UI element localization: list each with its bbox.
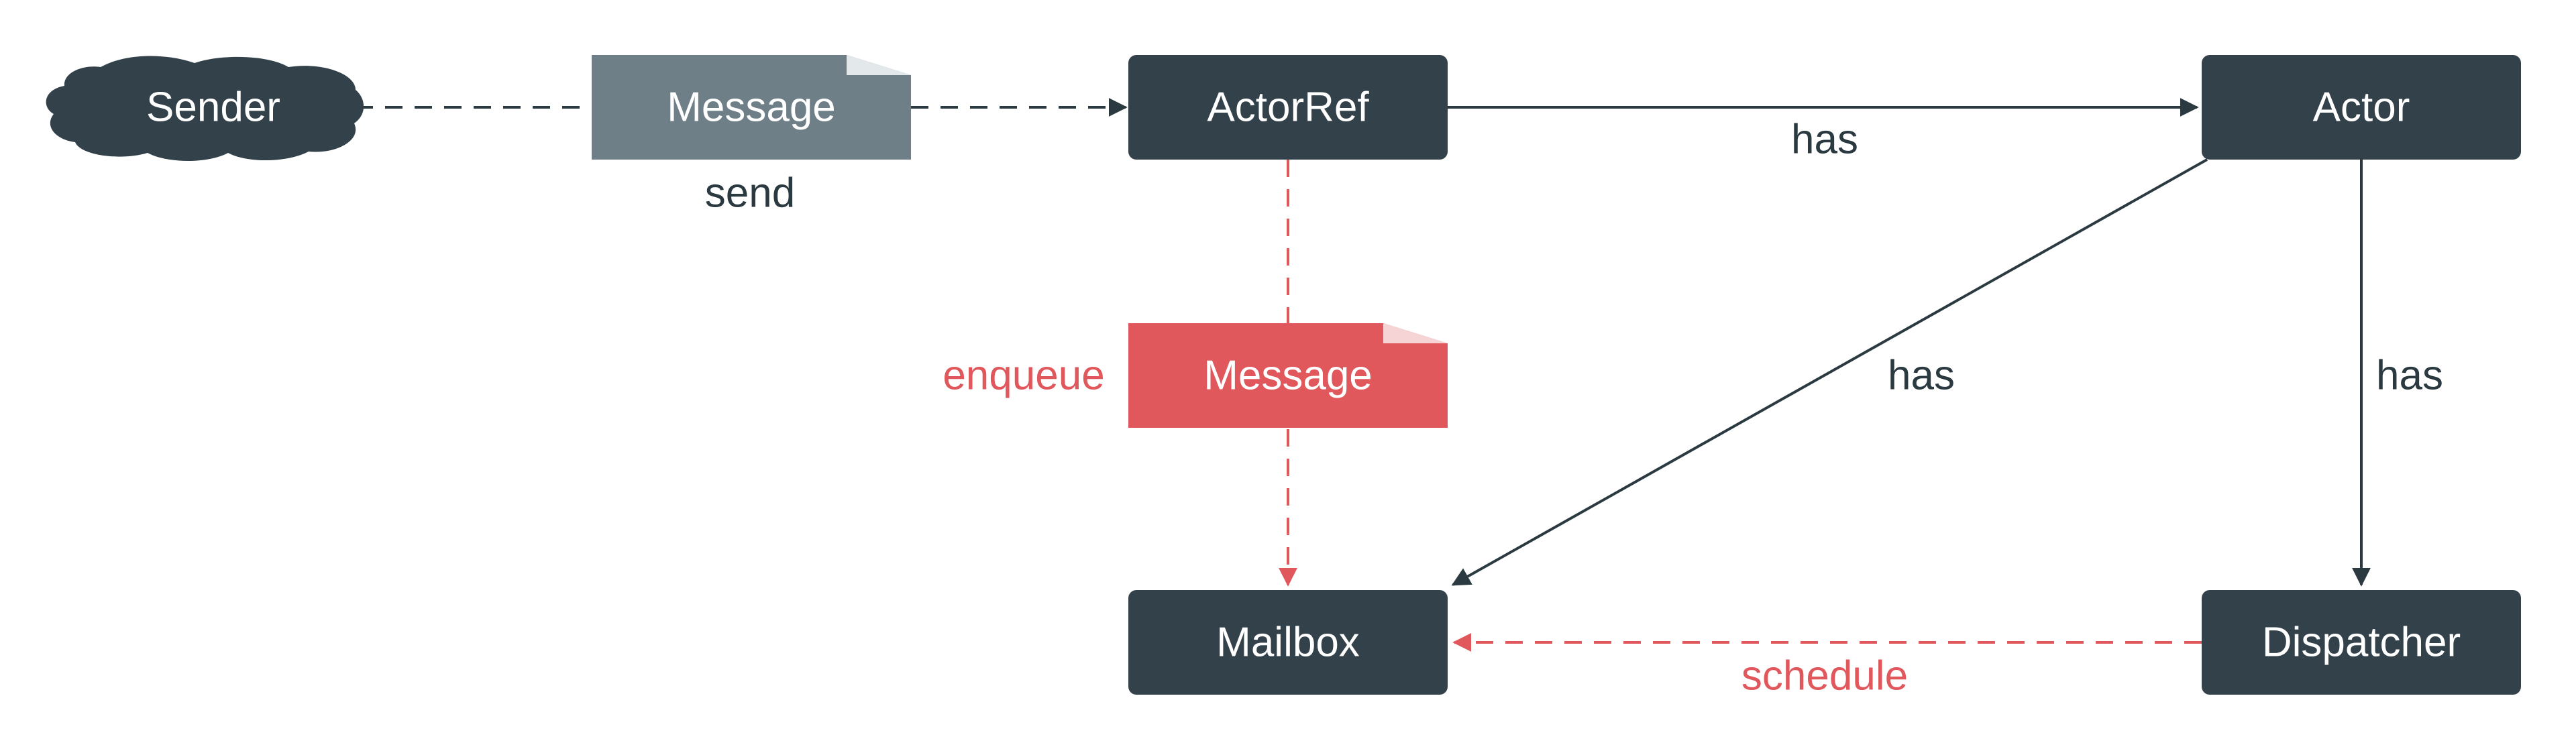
dispatcher-label: Dispatcher [2262,620,2461,666]
actorref-label: ActorRef [1207,84,1369,131]
message-enqueue-label: Message [1203,353,1373,399]
edge-label-actorref-actor: has [1791,117,1858,163]
sender-label: Sender [146,84,280,131]
actorref-node: ActorRef [1128,55,1448,160]
mailbox-label: Mailbox [1216,620,1360,666]
edge-label-enqueue: enqueue [943,353,1104,399]
message-enqueue-node: Message [1128,323,1448,428]
message-send-label: Message [667,84,836,131]
edge-label-actor-dispatcher: has [2376,353,2443,399]
sender-node: Sender [46,56,364,161]
edge-label-actor-mailbox: has [1888,353,1955,399]
mailbox-node: Mailbox [1128,590,1448,695]
edge-label-schedule: schedule [1741,653,1908,699]
edge-actor-to-mailbox [1451,158,2208,586]
sender-cloud-shape [46,56,364,161]
edge-label-send: send [705,170,795,217]
actor-label: Actor [2313,84,2410,131]
actor-node: Actor [2202,55,2521,160]
message-send-node: Message [592,55,911,160]
dispatcher-node: Dispatcher [2202,590,2521,695]
